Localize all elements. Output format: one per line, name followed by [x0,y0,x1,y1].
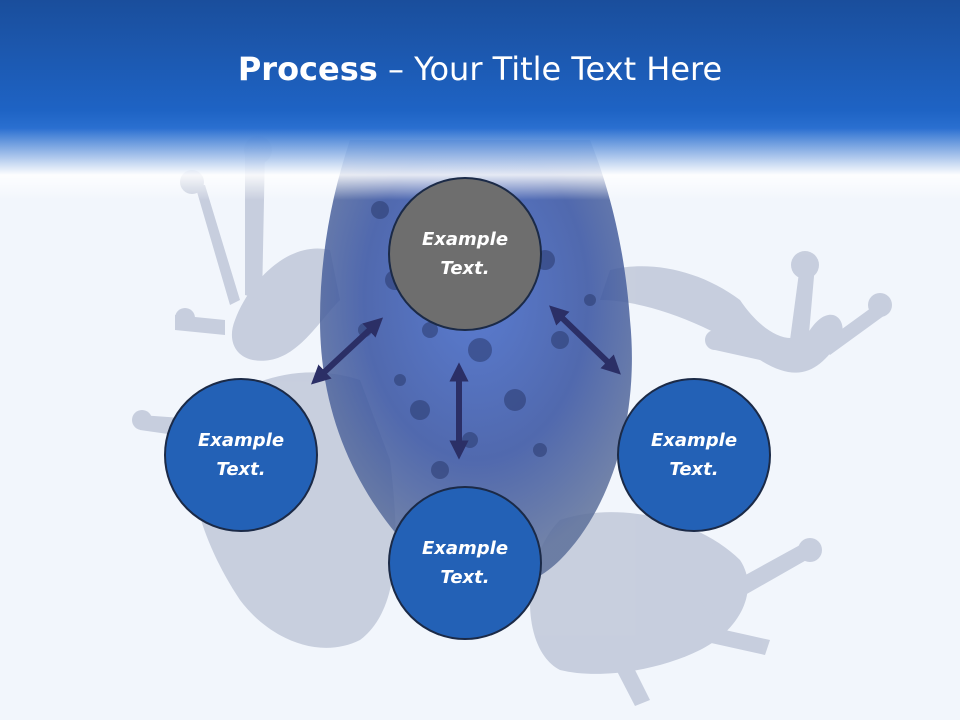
title-rest: – Your Title Text Here [377,50,723,88]
node-line-2: Text. [440,258,490,279]
slide-title: Process – Your Title Text Here [0,50,960,88]
node-line-2: Text. [216,459,266,480]
header-band [0,0,960,200]
node-line-1: Example [197,430,285,451]
node-line-1: Example [421,229,509,250]
node-label: Example Text. [410,225,520,283]
process-node-bottom: Example Text. [388,486,542,640]
process-node-right: Example Text. [617,378,771,532]
title-bold: Process [237,50,378,88]
node-label: Example Text. [639,426,749,484]
node-line-2: Text. [669,459,719,480]
node-label: Example Text. [186,426,296,484]
node-line-1: Example [650,430,738,451]
process-node-left: Example Text. [164,378,318,532]
node-line-2: Text. [440,567,490,588]
node-label: Example Text. [410,534,520,592]
node-line-1: Example [421,538,509,559]
process-node-top: Example Text. [388,177,542,331]
